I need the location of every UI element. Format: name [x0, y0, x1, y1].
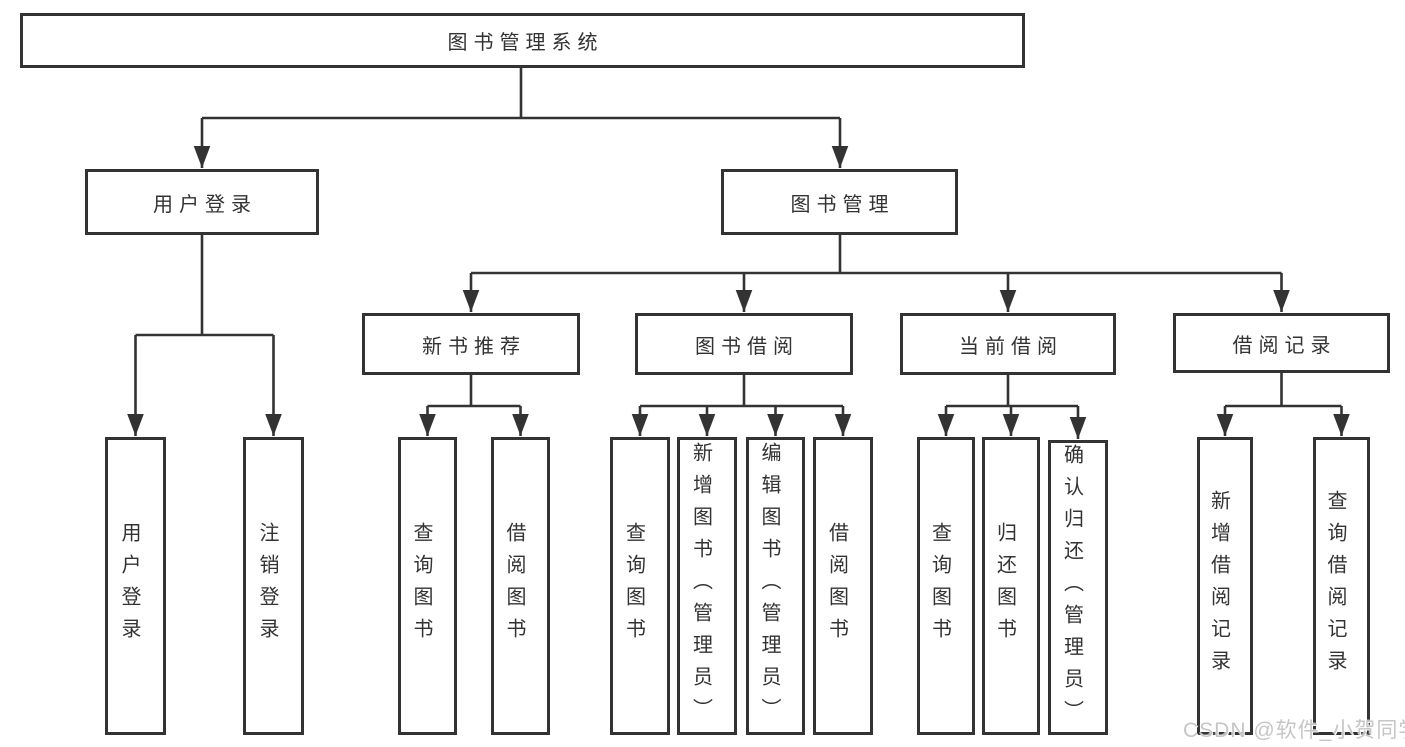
node-book-mgmt-label: 图书管理 [790, 193, 895, 216]
node-current-borrow-label: 当前借阅 [959, 335, 1063, 358]
node-current-borrow: 当前借阅 [900, 313, 1116, 375]
node-borrow-records: 借阅记录 [1173, 313, 1390, 373]
node-leaf-add-books-label: 新增图书（管理员） [689, 442, 712, 730]
edge-borrow-records-trunk [1225, 373, 1342, 408]
node-leaf-add-books: 新增图书（管理员） [677, 437, 737, 735]
node-leaf-edit-books-label: 编辑图书（管理员） [758, 442, 780, 730]
node-leaf-borrow-books-1: 借阅图书 [491, 437, 550, 735]
node-leaf-query-borrow-record-label: 查询借阅记录 [1324, 490, 1346, 682]
edge-current-borrow-trunk [946, 375, 1078, 408]
node-borrow-records-label: 借阅记录 [1232, 334, 1337, 357]
node-leaf-query-books-1-label: 查询图书 [410, 522, 432, 650]
node-leaf-add-borrow-record: 新增借阅记录 [1197, 437, 1253, 735]
node-leaf-return-books: 归还图书 [982, 437, 1040, 735]
node-leaf-query-borrow-record: 查询借阅记录 [1313, 437, 1370, 735]
node-book-borrow: 图书借阅 [635, 313, 853, 375]
node-root: 图书管理系统 [20, 13, 1025, 68]
node-new-book-rec: 新书推荐 [362, 313, 580, 375]
node-leaf-return-books-label: 归还图书 [993, 522, 1016, 650]
node-leaf-add-borrow-record-label: 新增借阅记录 [1207, 490, 1230, 682]
node-leaf-confirm-return-label: 确认归还（管理员） [1060, 443, 1083, 732]
edge-new-book-rec-trunk [427, 375, 521, 408]
edge-book-mgmt-trunk [471, 235, 1282, 275]
node-user-login: 用户登录 [85, 169, 319, 235]
node-leaf-user-login-label: 用户登录 [118, 522, 140, 650]
node-leaf-query-books-2: 查询图书 [610, 437, 670, 735]
edge-root-trunk [202, 68, 840, 120]
node-user-login-label: 用户登录 [153, 193, 257, 216]
edge-user-login-trunk [135, 235, 274, 337]
node-leaf-edit-books: 编辑图书（管理员） [746, 437, 805, 735]
node-leaf-logout-label: 注销登录 [256, 522, 278, 650]
node-leaf-user-login: 用户登录 [105, 437, 166, 735]
node-leaf-query-books-1: 查询图书 [398, 437, 457, 735]
node-leaf-query-books-2-label: 查询图书 [622, 522, 645, 650]
node-new-book-rec-label: 新书推荐 [422, 335, 526, 358]
node-leaf-borrow-books-2: 借阅图书 [813, 437, 873, 735]
node-leaf-logout: 注销登录 [243, 437, 304, 735]
edge-book-borrow-trunk [640, 375, 843, 408]
csdn-watermark: CSDN @软件_小贺同学 [1183, 719, 1405, 742]
node-leaf-borrow-books-2-label: 借阅图书 [825, 522, 848, 650]
node-leaf-confirm-return: 确认归还（管理员） [1048, 440, 1108, 735]
node-leaf-query-books-3: 查询图书 [917, 437, 975, 735]
node-book-borrow-label: 图书借阅 [695, 335, 799, 358]
node-leaf-query-books-3-label: 查询图书 [928, 522, 951, 650]
node-root-label: 图书管理系统 [447, 32, 604, 54]
node-leaf-borrow-books-1-label: 借阅图书 [503, 522, 525, 650]
node-book-mgmt: 图书管理 [721, 169, 958, 235]
